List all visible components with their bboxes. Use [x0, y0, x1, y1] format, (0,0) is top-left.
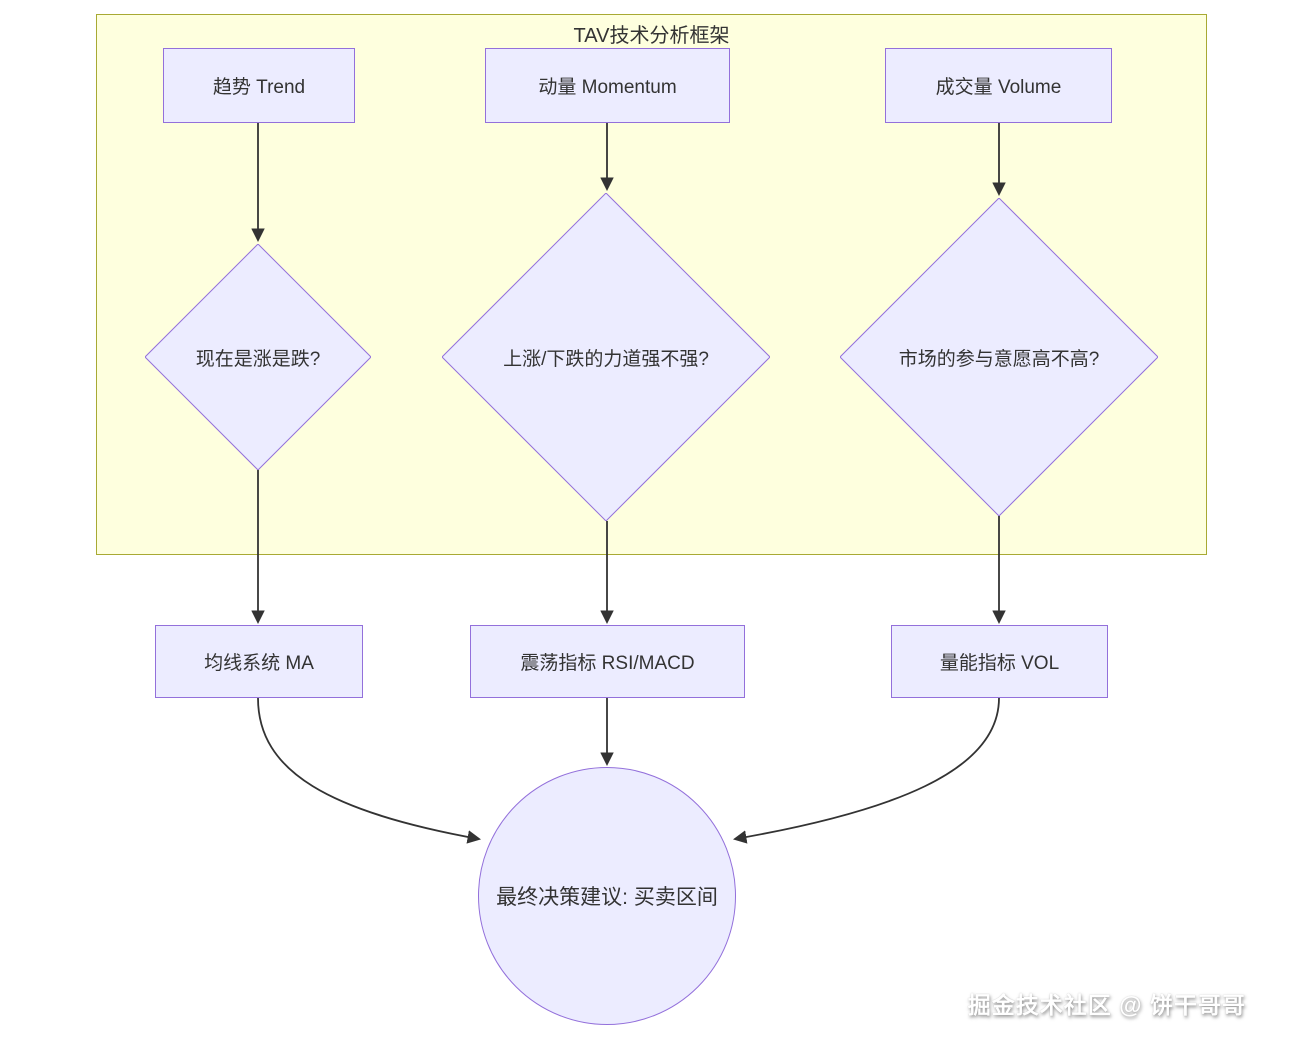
- node-momentum-question: 上涨/下跌的力道强不强?: [442, 193, 770, 521]
- node-rsi-label: 震荡指标 RSI/MACD: [520, 653, 695, 674]
- diamond-shape: [840, 198, 1158, 516]
- node-momentum: 动量 Momentum: [485, 48, 730, 123]
- node-trend-question-label: 现在是涨是跌?: [195, 348, 321, 370]
- edge-vol-to-decision: [733, 697, 1000, 844]
- edge-ma-to-decision: [257, 697, 481, 844]
- node-trend-question: 现在是涨是跌?: [145, 244, 371, 470]
- cluster-title: TAV技术分析框架: [573, 25, 730, 47]
- node-volume-question-label: 市场的参与意愿高不高?: [898, 348, 1100, 370]
- node-ma-label: 均线系统 MA: [204, 653, 314, 674]
- node-vol: 量能指标 VOL: [891, 625, 1108, 698]
- node-ma: 均线系统 MA: [155, 625, 363, 698]
- node-momentum-label: 动量 Momentum: [538, 77, 677, 98]
- node-trend-label: 趋势 Trend: [212, 77, 306, 98]
- node-momentum-question-label: 上涨/下跌的力道强不强?: [503, 348, 709, 370]
- diamond-shape: [442, 193, 770, 521]
- node-volume-label: 成交量 Volume: [935, 77, 1062, 98]
- node-trend: 趋势 Trend: [163, 48, 355, 123]
- node-volume-question: 市场的参与意愿高不高?: [840, 198, 1158, 516]
- node-rsi: 震荡指标 RSI/MACD: [470, 625, 745, 698]
- watermark: 掘金技术社区 @ 饼干哥哥: [967, 992, 1246, 1018]
- node-volume: 成交量 Volume: [885, 48, 1112, 123]
- node-vol-label: 量能指标 VOL: [939, 653, 1060, 674]
- node-decision: 最终决策建议: 买卖区间: [478, 767, 736, 1025]
- node-decision-label: 最终决策建议: 买卖区间: [496, 886, 718, 909]
- diamond-shape: [145, 244, 371, 470]
